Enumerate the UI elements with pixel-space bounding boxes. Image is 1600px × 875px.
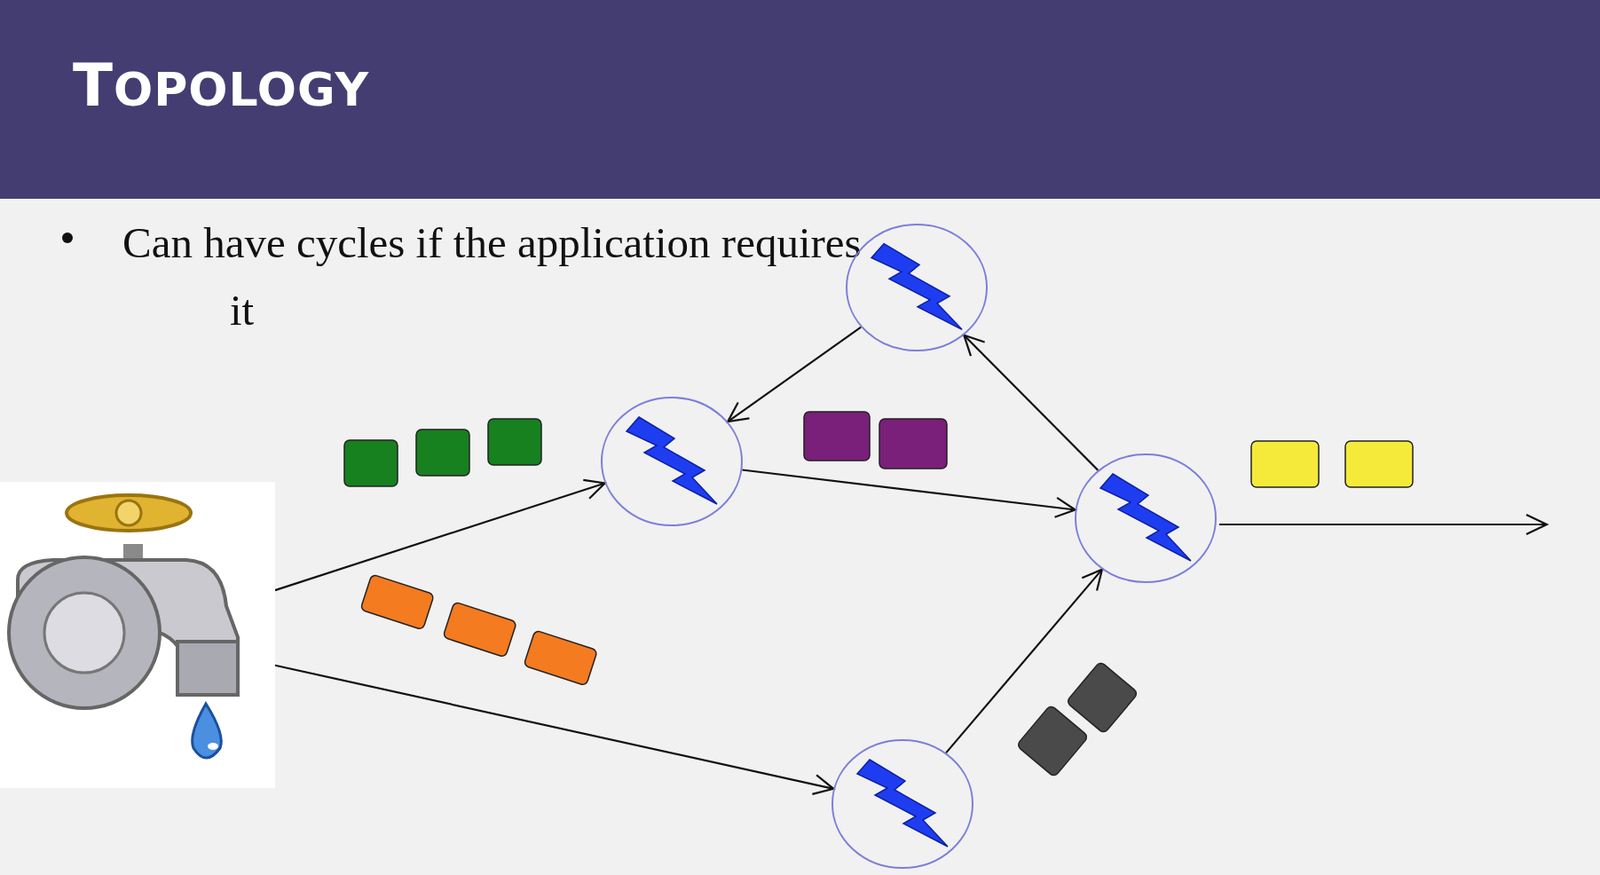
purple-tuples xyxy=(803,411,947,469)
stream-arrow xyxy=(275,665,834,795)
green-tuples xyxy=(344,418,542,487)
spout-node xyxy=(0,481,276,789)
stream-arrow xyxy=(741,470,1075,518)
yellow-tuples xyxy=(1251,441,1413,488)
bolt-node xyxy=(830,738,975,870)
output-arrow xyxy=(1219,514,1547,535)
gray-tuples xyxy=(1016,661,1138,778)
bullet-dot xyxy=(62,232,73,244)
bolt-node xyxy=(599,395,744,528)
slide-title: TOPOLOGY xyxy=(72,51,370,120)
orange-tuples xyxy=(360,574,598,686)
stream-arrow xyxy=(727,327,861,423)
bolt-node xyxy=(844,222,989,353)
stream-arrow xyxy=(945,569,1103,754)
bolt-node xyxy=(1073,452,1218,584)
stream-arrow xyxy=(963,335,1098,471)
bullet-text: Can have cycles if the application requi… xyxy=(122,209,887,345)
stream-arrow xyxy=(275,480,606,591)
